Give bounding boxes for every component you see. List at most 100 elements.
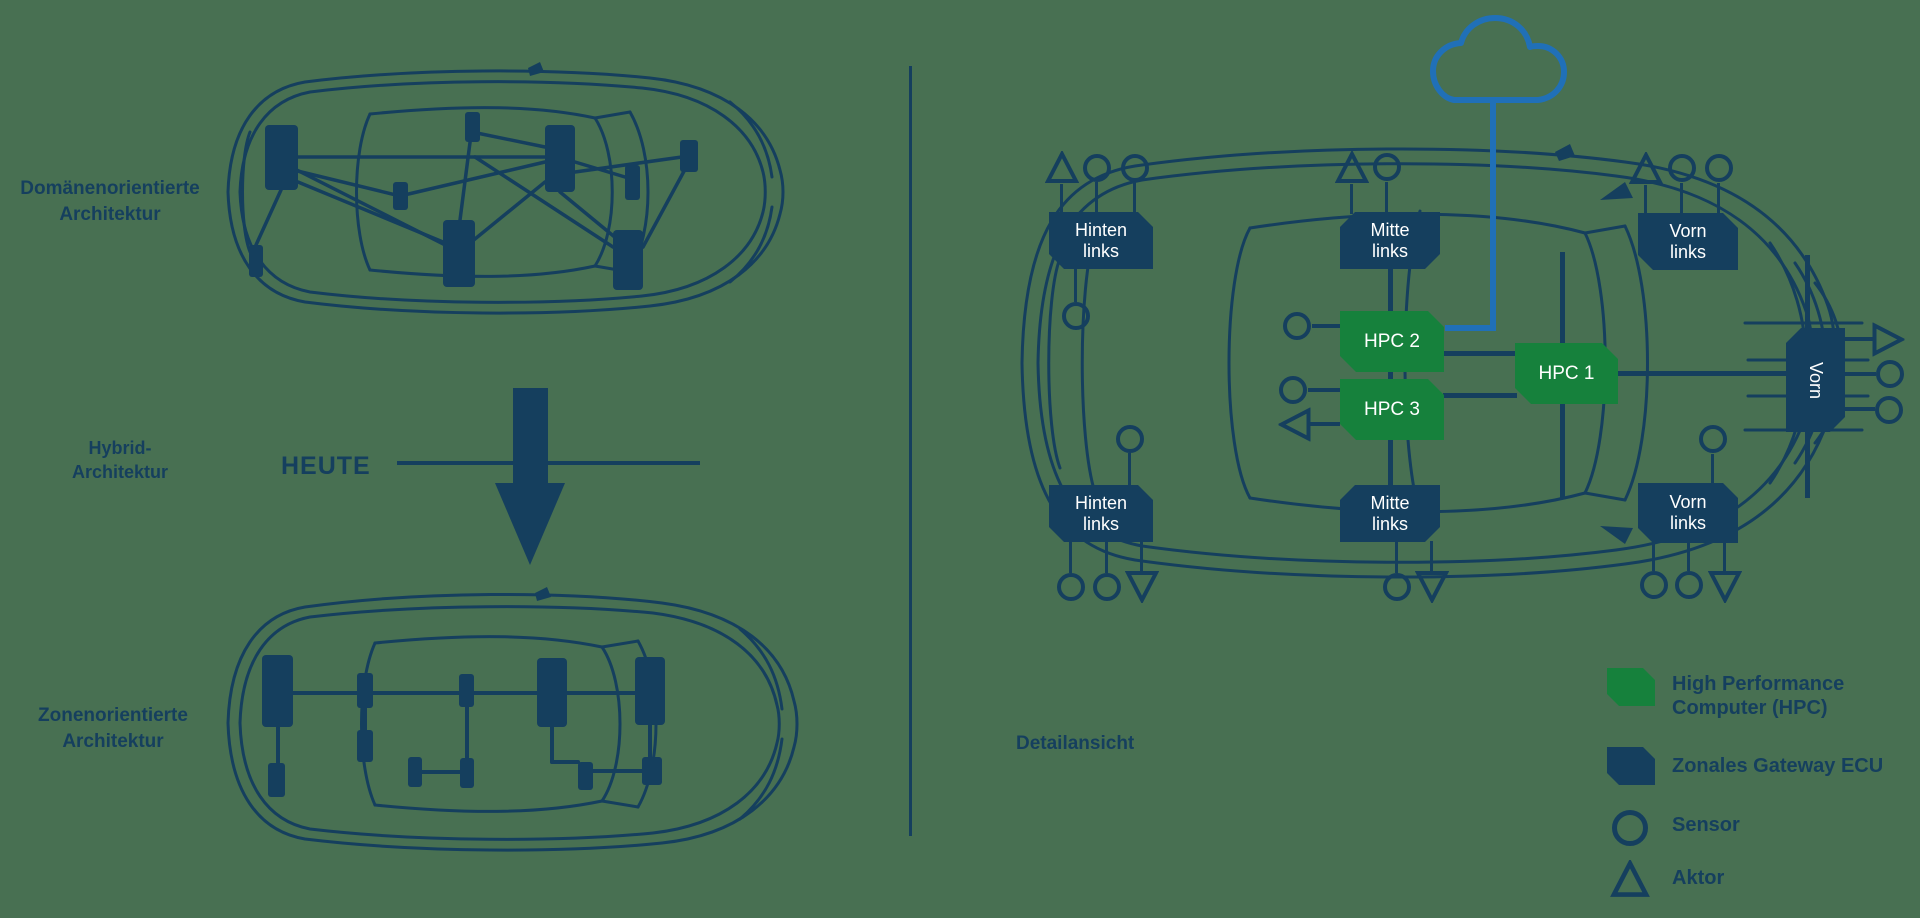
gateway-box-vorn-links-bottom: Vorn links <box>1638 483 1738 543</box>
stem-line <box>1140 541 1143 571</box>
hpc3-box: HPC 3 <box>1340 379 1444 440</box>
stem-line <box>1717 183 1720 215</box>
gateway-box-vorn-links-top: Vorn links <box>1638 213 1738 270</box>
gateway-label: links <box>1082 513 1119 534</box>
stem-line <box>1395 541 1398 573</box>
aktor-icon <box>1045 151 1079 183</box>
domain-architecture-line2: Architektur <box>59 204 161 225</box>
hybrid-architecture-label: Hybrid- Architektur <box>55 436 185 484</box>
sensor-icon <box>1083 154 1111 182</box>
aktor-icon <box>1872 322 1905 357</box>
stem-line <box>1652 543 1655 571</box>
hpc2-box: HPC 2 <box>1340 311 1444 372</box>
cloud-icon <box>1430 15 1567 103</box>
aktor-icon <box>1708 571 1742 603</box>
gateway-box-vorn-front: Vorn <box>1786 328 1845 432</box>
hpc1-box: HPC 1 <box>1515 343 1618 404</box>
gateway-label: Hinten <box>1074 492 1128 513</box>
today-label: HEUTE <box>281 452 371 480</box>
connector-line <box>1618 371 1787 376</box>
gateway-label: Vorn <box>1806 361 1826 399</box>
gateway-label: links <box>1371 240 1408 261</box>
stem-line <box>1060 184 1063 214</box>
connector-line <box>1388 268 1393 485</box>
stem-line <box>1845 372 1876 376</box>
aktor-icon <box>1629 152 1663 184</box>
stem-line <box>1074 268 1077 302</box>
aktor-icon <box>1415 571 1449 603</box>
hybrid-architecture-line1: Hybrid- <box>88 438 152 458</box>
stem-line <box>1644 185 1647 215</box>
stem-line <box>1308 388 1340 392</box>
connector-line <box>1805 255 1810 328</box>
hpc2-label: HPC 2 <box>1364 330 1420 352</box>
zonal-architecture-label: Zonenorientierte Architektur <box>23 703 203 755</box>
legend-sensor-icon <box>1612 810 1648 846</box>
panel-divider <box>909 66 912 836</box>
aktor-icon <box>1278 407 1311 442</box>
sensor-icon <box>1675 571 1703 599</box>
aktor-icon <box>1125 571 1159 603</box>
stem-line <box>1105 541 1108 573</box>
sensor-icon <box>1668 154 1696 182</box>
legend-hpc-swatch <box>1607 668 1655 706</box>
gateway-label: links <box>1082 240 1119 261</box>
detail-view-label: Detailansicht <box>1016 733 1135 754</box>
gateway-label: Vorn <box>1669 492 1707 512</box>
sensor-icon <box>1057 573 1085 601</box>
sensor-icon <box>1121 154 1149 182</box>
stem-line <box>1350 184 1353 214</box>
zonal-architecture-car-drawing <box>226 587 799 852</box>
hpc1-label: HPC 1 <box>1538 362 1595 384</box>
legend-sensor-label: Sensor <box>1672 814 1740 836</box>
sensor-icon <box>1875 396 1903 424</box>
connector-line <box>1805 432 1810 498</box>
hybrid-architecture-line2: Architektur <box>71 462 169 482</box>
sensor-icon <box>1640 571 1668 599</box>
today-divider-line <box>397 461 700 465</box>
stem-line <box>1128 453 1131 485</box>
legend-gateway-label: Zonales Gateway ECU <box>1672 755 1884 777</box>
gateway-box-mitte-links-top: Mitte links <box>1340 212 1440 269</box>
gateway-box-hinten-links-top: Hinten links <box>1049 212 1153 269</box>
legend-aktor-icon <box>1610 860 1650 897</box>
gateway-label: links <box>1371 513 1408 534</box>
hpc3-label: HPC 3 <box>1364 398 1420 420</box>
stem-line <box>1711 454 1714 483</box>
stem-line <box>1687 543 1690 571</box>
sensor-icon <box>1283 312 1311 340</box>
sensor-icon <box>1383 573 1411 601</box>
gateway-label: links <box>1669 241 1706 262</box>
gateway-box-mitte-links-bottom: Mitte links <box>1340 485 1440 542</box>
stem-line <box>1095 182 1098 214</box>
connector-line <box>1443 351 1517 356</box>
sensor-icon <box>1373 153 1401 181</box>
down-arrow-icon <box>495 483 565 565</box>
stem-line <box>1312 324 1340 328</box>
stem-line <box>1845 337 1874 341</box>
gateway-label: links <box>1669 513 1706 533</box>
down-arrow-shaft <box>513 388 548 485</box>
sensor-icon <box>1279 376 1307 404</box>
stem-line <box>1069 541 1072 573</box>
sensor-icon <box>1116 425 1144 453</box>
legend-gateway-swatch <box>1607 747 1655 785</box>
stem-line <box>1723 543 1726 571</box>
gateway-label: Vorn <box>1669 220 1707 241</box>
gateway-label: Mitte <box>1370 492 1410 513</box>
cloud-link-vertical <box>1490 100 1496 331</box>
stem-line <box>1310 422 1340 426</box>
gateway-box-hinten-links-bottom: Hinten links <box>1049 485 1153 542</box>
domain-architecture-line1: Domänenorientierte <box>20 178 200 199</box>
zonal-architecture-line2: Architektur <box>62 731 164 752</box>
aktor-icon <box>1335 151 1369 183</box>
sensor-icon <box>1093 573 1121 601</box>
stem-line <box>1680 183 1683 215</box>
legend-aktor-label: Aktor <box>1672 867 1725 889</box>
stem-line <box>1385 182 1388 214</box>
cloud-link-horizontal <box>1445 325 1496 331</box>
domain-architecture-label: Domänenorientierte Architektur <box>8 176 212 228</box>
sensor-icon <box>1705 154 1733 182</box>
sensor-icon <box>1876 360 1904 388</box>
